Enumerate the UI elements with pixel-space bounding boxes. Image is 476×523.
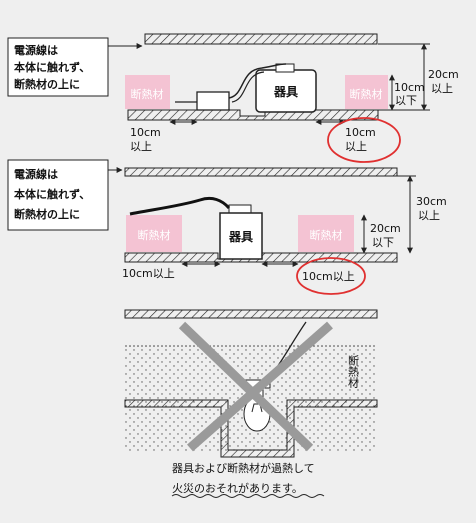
mid-insulation-left [126, 215, 182, 252]
bottom-ceiling-board [124, 399, 378, 458]
mid-highlight-circle [296, 257, 366, 295]
top-side-text-1: 10cm [394, 81, 425, 94]
top-insulation-right-label: 断熱材 [350, 87, 383, 101]
x-mark-stroke-2 [187, 321, 333, 452]
mid-fixture-body [219, 212, 263, 260]
top-section: 断熱材 断熱材 器具 20cm 以上 10cm 以下 10cm 以上 10cm … [7, 33, 459, 163]
top-insulation-left [125, 75, 170, 109]
top-height-text-2: 以上 [431, 82, 453, 95]
mid-callout-box [7, 159, 109, 231]
warning-line-1: 器具および断熱材が過熱して [172, 461, 315, 475]
top-ceiling-board [127, 109, 379, 121]
top-gap-left-text-1: 10cm [130, 126, 161, 139]
mid-upper-slab [124, 167, 398, 177]
x-mark-stroke-1 [178, 321, 314, 452]
top-fixture-label: 器具 [273, 85, 298, 99]
top-upper-slab [144, 33, 378, 45]
mid-fixture-label: 器具 [228, 230, 253, 244]
mid-callout-line-1: 電源線は [14, 167, 58, 181]
mid-insulation-left-label: 断熱材 [138, 228, 171, 242]
bottom-upper-slab [124, 309, 378, 319]
top-callout-line-2: 本体に触れず、 [14, 60, 90, 74]
mid-cable [129, 196, 231, 216]
top-gap-right-text-2: 以上 [345, 140, 367, 153]
mid-side-text-2: 以下 [372, 236, 394, 249]
mid-height-text-1: 30cm [416, 195, 447, 208]
mid-insulation-right [298, 215, 354, 252]
mid-gap-left-text: 10cm以上 [122, 267, 175, 280]
mid-insulation-right-label: 断熱材 [310, 228, 343, 242]
mid-side-text-1: 20cm [370, 222, 401, 235]
top-gap-left-text-2: 以上 [130, 140, 152, 153]
top-insulation-left-label: 断熱材 [131, 87, 164, 101]
warning-wavy-underline [171, 494, 325, 498]
mid-callout-line-3: 断熱材の上に [14, 207, 80, 221]
top-height-text-1: 20cm [428, 68, 459, 81]
top-gap-right-text-1: 10cm [345, 126, 376, 139]
top-insulation-right [345, 75, 388, 109]
top-callout-line-1: 電源線は [14, 43, 58, 57]
top-cable [228, 63, 287, 99]
top-callout-line-3: 断熱材の上に [14, 77, 80, 91]
top-power-box [196, 91, 230, 111]
mid-fixture-cap [228, 204, 252, 214]
warning-line-2: 火災のおそれがあります。 [172, 481, 303, 495]
middle-section: 断熱材 断熱材 器具 30cm 以上 20cm 以下 10cm以上 10cm以上… [7, 159, 447, 295]
mid-gap-right-text: 10cm以上 [302, 270, 355, 283]
top-side-text-2: 以下 [395, 94, 417, 107]
top-callout-box [7, 37, 109, 97]
bottom-section: 断熱材 器具および断熱材が過熱して 火災のおそれがあります。 [124, 309, 378, 498]
top-highlight-circle [327, 117, 401, 163]
bottom-insulation-vertical-label: 断熱材 [347, 354, 360, 388]
mid-callout-line-2: 本体に触れず、 [14, 187, 90, 201]
mid-height-text-2: 以上 [418, 209, 440, 222]
